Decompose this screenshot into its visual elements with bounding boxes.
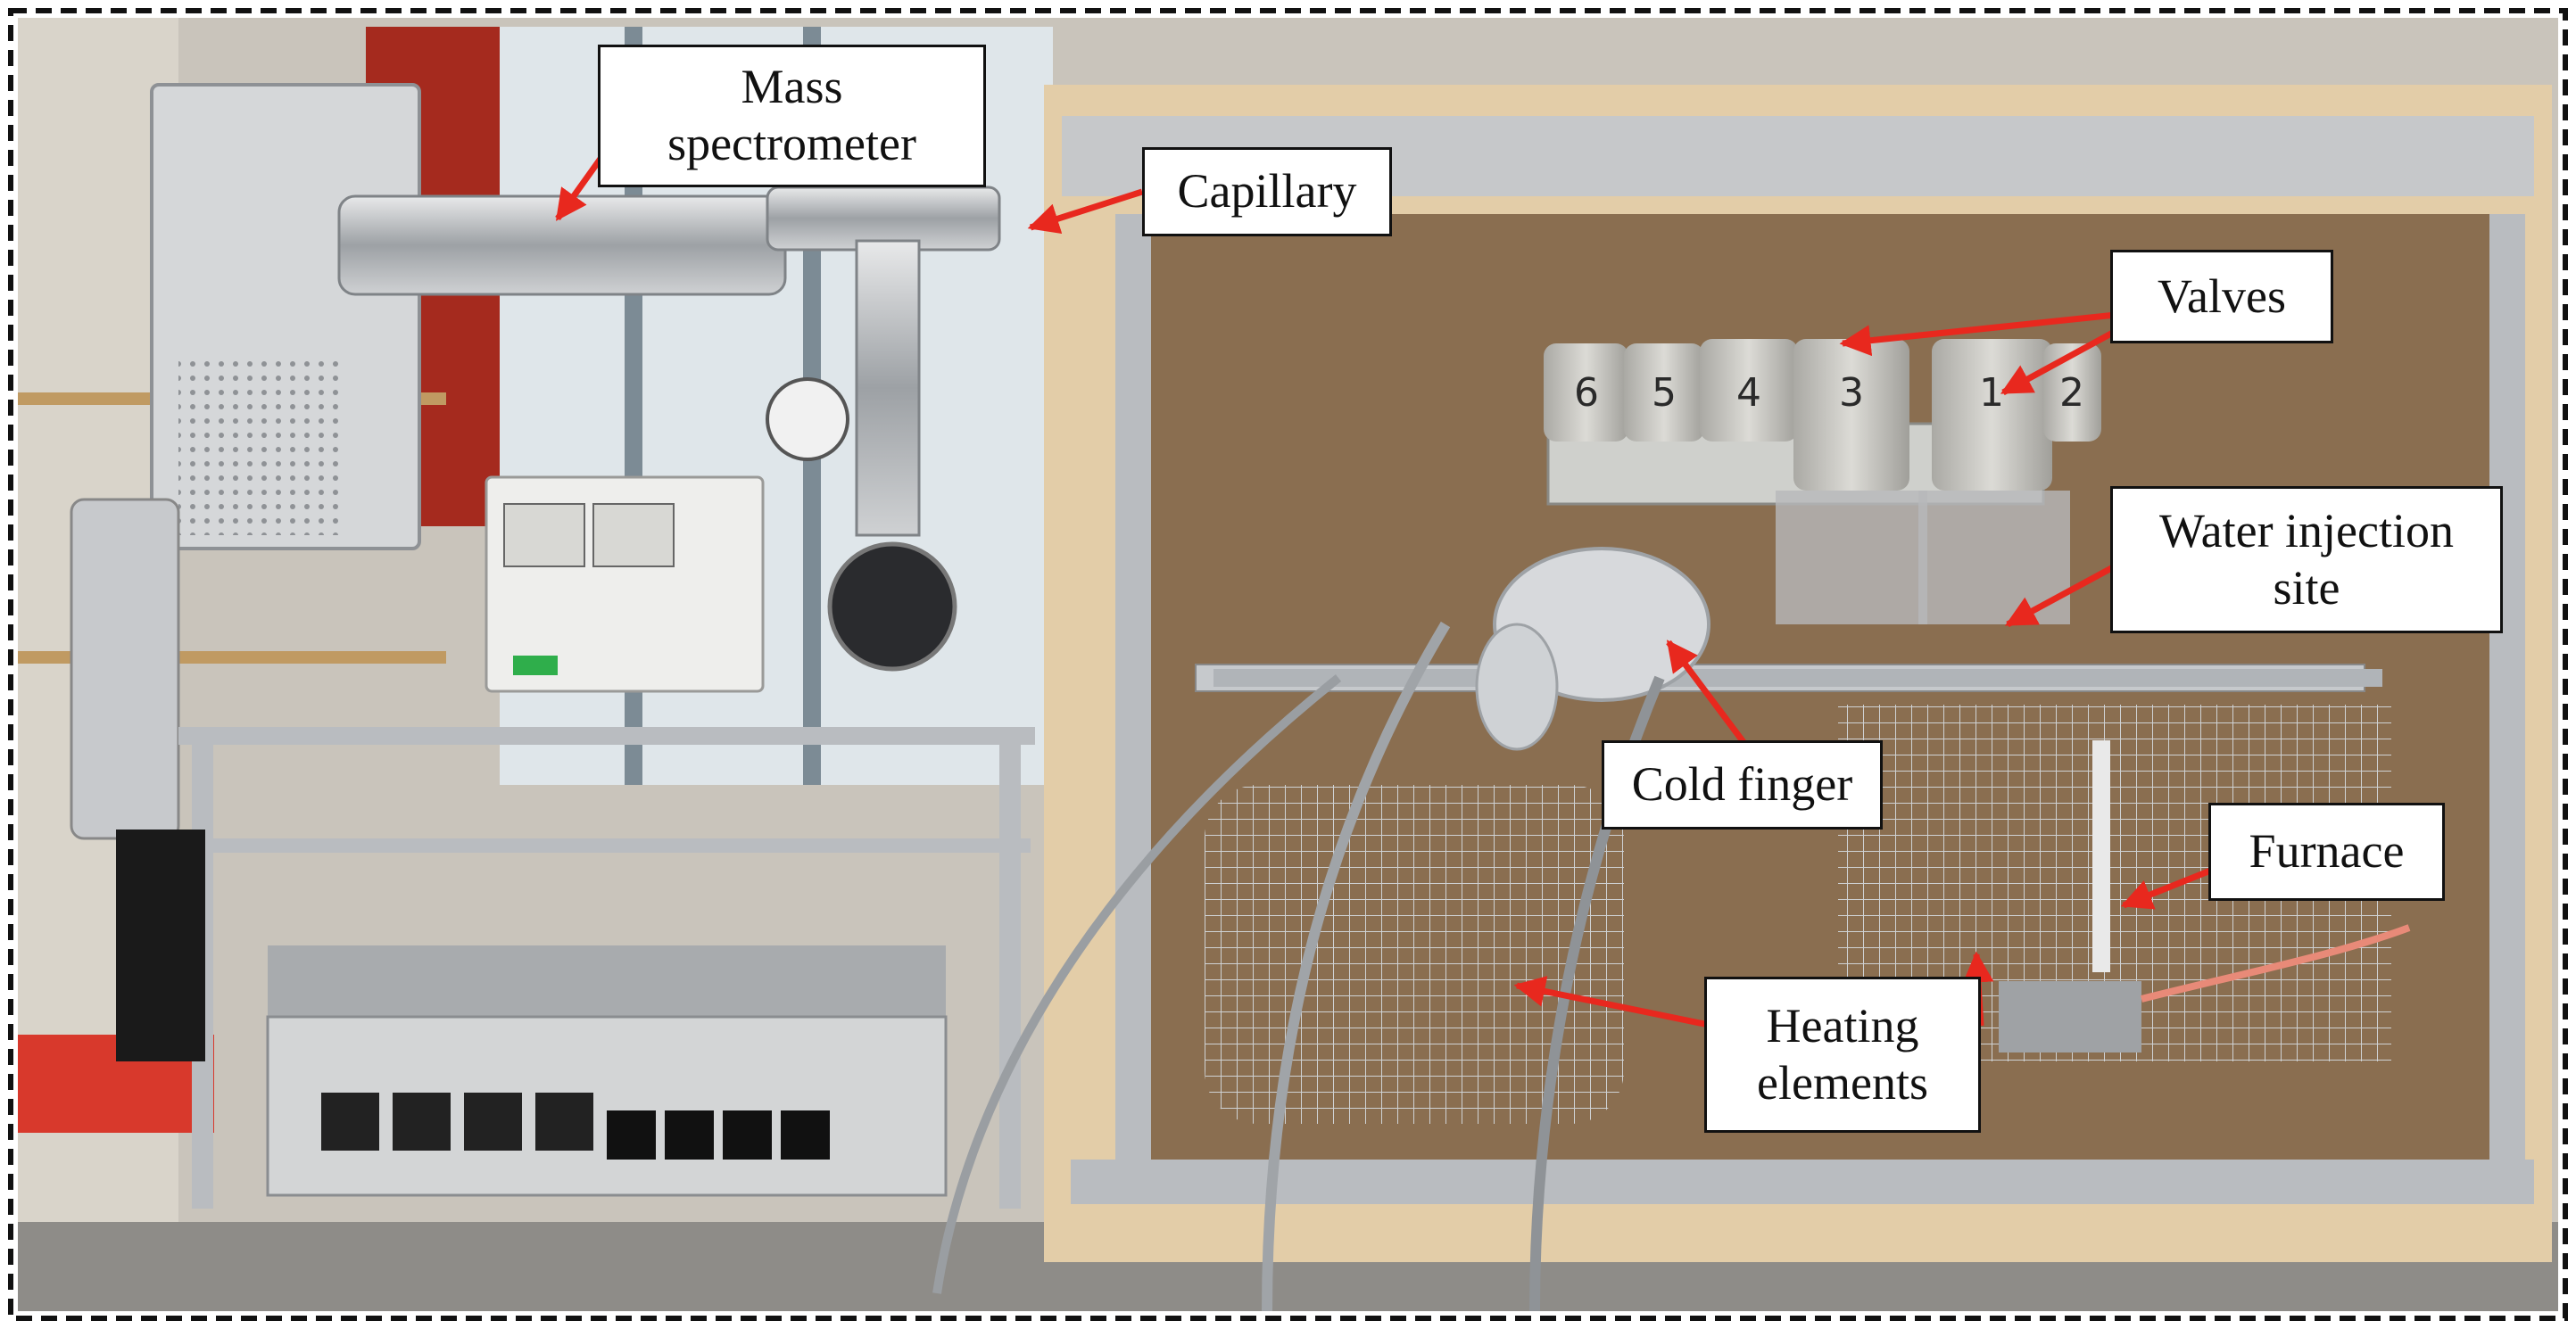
turbo-pump — [827, 541, 957, 672]
indicator — [513, 656, 558, 675]
figure-border — [8, 8, 2568, 1321]
bellows — [70, 498, 180, 840]
valve-5 — [1624, 343, 1704, 442]
vent-grille — [178, 357, 339, 535]
valve-number: 1 — [1979, 370, 2004, 416]
pressure-gauge — [766, 377, 849, 461]
bottom-rail — [1071, 1160, 2534, 1204]
heating-mesh-left — [1205, 785, 1624, 1124]
valve-6 — [1544, 343, 1628, 442]
mounted-box — [116, 830, 205, 1061]
valve-2 — [2043, 343, 2101, 442]
controller-top — [268, 945, 946, 1017]
frame-rail — [178, 727, 1035, 745]
display — [464, 1093, 522, 1151]
meter — [503, 503, 585, 567]
vertical-pipe — [855, 239, 921, 537]
cable — [1262, 621, 1451, 1312]
valve-3 — [1793, 339, 1909, 491]
valve-number: 5 — [1652, 370, 1677, 416]
plug — [723, 1110, 772, 1160]
frame-post — [999, 727, 1021, 1209]
meter — [592, 503, 675, 567]
enclosure-post — [1115, 214, 1151, 1177]
label-mass-spectrometer: Mass spectrometer — [598, 45, 986, 187]
display — [321, 1093, 379, 1151]
valve-number: 6 — [1574, 370, 1599, 416]
valve-number: 4 — [1736, 370, 1761, 416]
arrow-valves — [1839, 309, 2142, 357]
arrow-furnace — [2120, 866, 2215, 910]
cold-finger-foil — [1475, 623, 1559, 751]
label-furnace: Furnace — [2208, 803, 2445, 901]
temperature-controller — [266, 1015, 948, 1197]
arrow-cold-finger — [1666, 640, 1752, 752]
arrow-water-injection — [2004, 563, 2116, 628]
valve-bank — [1544, 339, 2101, 624]
furnace-base — [1999, 981, 2141, 1052]
display — [535, 1093, 593, 1151]
shelf-rail — [1213, 669, 2382, 687]
plug — [665, 1110, 714, 1160]
label-valves: Valves — [2110, 250, 2333, 343]
valve-4 — [1700, 339, 1798, 442]
valve-number: 2 — [2059, 370, 2084, 416]
plug — [781, 1110, 830, 1160]
frame-rail — [192, 838, 1031, 853]
enclosure-post — [2489, 214, 2525, 1177]
arrow-heating-elements — [1513, 976, 1714, 1029]
label-water-injection-site: Water injection site — [2110, 486, 2503, 633]
label-cold-finger: Cold finger — [1602, 740, 1883, 830]
valve-number: 3 — [1839, 370, 1864, 416]
label-capillary: Capillary — [1142, 147, 1392, 236]
display — [393, 1093, 451, 1151]
cable — [932, 674, 1342, 1294]
cable — [2141, 924, 2411, 1003]
plug — [607, 1110, 656, 1160]
label-heating-elements: Heating elements — [1704, 977, 1981, 1133]
arrow-capillary — [1027, 188, 1144, 235]
furnace-tube — [2092, 740, 2110, 972]
